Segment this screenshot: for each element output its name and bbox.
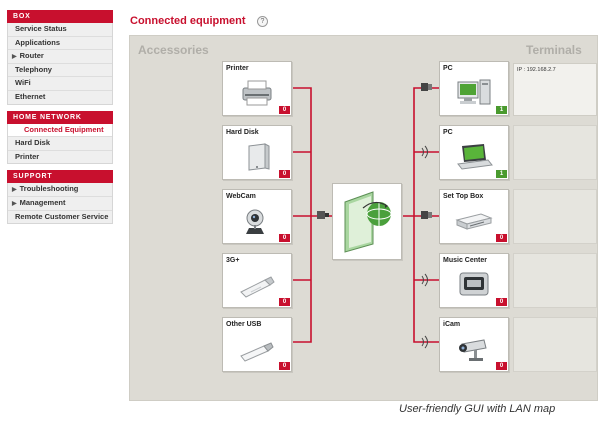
sidebar-item-wifi[interactable]: WiFi (8, 77, 112, 91)
device-name: Other USB (226, 321, 262, 328)
sidebar-item-label: Management (19, 197, 66, 207)
device-count-badge: 0 (496, 298, 507, 306)
device-count-badge: 0 (279, 170, 290, 178)
sidebar-item-label: Remote Customer Service (15, 211, 109, 221)
terminals-label: Terminals (526, 43, 582, 57)
expand-arrow-icon: ▶ (12, 54, 17, 61)
terminal-card-pc[interactable]: PC 1 (439, 61, 509, 116)
sidebar-section-support: SUPPORT (7, 170, 113, 184)
printer-icon (242, 80, 272, 106)
accessory-card-printer[interactable]: Printer 0 (222, 61, 292, 116)
accessory-card-other-usb[interactable]: Other USB 0 (222, 317, 292, 372)
page-title: Connected equipment (130, 15, 246, 27)
sidebar-item-printer[interactable]: Printer (8, 151, 112, 164)
terminal-card-music-center[interactable]: Music Center 0 (439, 253, 509, 308)
device-count-badge: 0 (279, 362, 290, 370)
webcam-icon (246, 209, 264, 234)
device-name: Set Top Box (443, 193, 484, 200)
sidebar-item-label: Ethernet (15, 91, 46, 101)
sidebar-section-home-network: HOME NETWORK (7, 110, 113, 124)
sidebar-item-telephony[interactable]: Telephony (8, 64, 112, 78)
device-name: Music Center (443, 257, 487, 264)
device-name: PC (443, 65, 453, 72)
device-name: PC (443, 129, 453, 136)
sidebar-item-label: Router (19, 51, 44, 61)
terminal-details-box-empty (513, 253, 597, 308)
device-name: Printer (226, 65, 249, 72)
accessory-card-webcam[interactable]: WebCam 0 (222, 189, 292, 244)
sidebar-item-service-status[interactable]: Service Status (8, 23, 112, 37)
desktop-pc-icon (457, 79, 491, 105)
device-count-badge: 0 (279, 234, 290, 242)
device-name: 3G+ (226, 257, 240, 264)
terminal-details-box: IP : 192.168.2.7 (513, 63, 597, 116)
box-hub[interactable] (332, 183, 402, 260)
sidebar-item-management[interactable]: ▶Management (8, 197, 112, 211)
device-count-badge: 1 (496, 106, 507, 114)
sidebar-item-connected-equipment[interactable]: Connected Equipment (8, 123, 112, 138)
sidebar-item-label: Hard Disk (15, 138, 51, 148)
sidebar-item-label: Printer (15, 151, 40, 161)
sidebar-item-applications[interactable]: Applications (8, 37, 112, 51)
expand-arrow-icon: ▶ (12, 187, 17, 194)
device-name: WebCam (226, 193, 256, 200)
help-icon[interactable]: ? (257, 16, 268, 27)
sidebar-item-label: Applications (15, 37, 61, 47)
terminal-details-box-empty (513, 125, 597, 180)
sidebar-item-hard-disk[interactable]: Hard Disk (8, 137, 112, 151)
terminal-details-box-empty (513, 317, 597, 372)
sidebar-item-remote-customer-service[interactable]: Remote Customer Service (8, 211, 112, 224)
device-count-badge: 0 (279, 106, 290, 114)
sidebar-item-label: Troubleshooting (19, 184, 79, 194)
caption: User-friendly GUI with LAN map (399, 403, 556, 415)
accessory-card-3g[interactable]: 3G+ 0 (222, 253, 292, 308)
sidebar-item-label: Service Status (15, 24, 67, 33)
terminal-card-set-top-box[interactable]: Set Top Box 0 (439, 189, 509, 244)
usb-modem-icon (240, 276, 275, 298)
terminal-details-box-empty (513, 189, 597, 244)
device-count-badge: 1 (496, 170, 507, 178)
expand-arrow-icon: ▶ (12, 200, 17, 207)
sidebar-item-label: Connected Equipment (24, 124, 104, 134)
device-name: Hard Disk (226, 129, 259, 136)
laptop-icon (457, 144, 493, 170)
music-center-icon (459, 272, 489, 296)
terminal-card-pc[interactable]: PC 1 (439, 125, 509, 180)
box-hub-icon (344, 191, 392, 253)
sidebar-item-label: Telephony (15, 64, 52, 74)
device-count-badge: 0 (496, 234, 507, 242)
accessories-label: Accessories (138, 43, 209, 57)
sidebar-section-box: BOX (7, 10, 113, 23)
sidebar-item-troubleshooting[interactable]: ▶Troubleshooting (8, 183, 112, 197)
device-name: iCam (443, 321, 461, 328)
device-count-badge: 0 (496, 362, 507, 370)
sidebar-item-router[interactable]: ▶Router (8, 50, 112, 64)
sidebar-item-label: WiFi (15, 78, 31, 88)
ip-address: IP : 192.168.2.7 (517, 67, 556, 73)
hard-disk-icon (248, 143, 270, 171)
device-count-badge: 0 (279, 298, 290, 306)
accessory-card-hard-disk[interactable]: Hard Disk 0 (222, 125, 292, 180)
set-top-box-icon (455, 213, 493, 230)
sidebar-item-ethernet[interactable]: Ethernet (8, 91, 112, 104)
terminal-card-icam[interactable]: iCam 0 (439, 317, 509, 372)
ip-camera-icon (459, 339, 487, 361)
usb-stick-icon (240, 342, 274, 362)
